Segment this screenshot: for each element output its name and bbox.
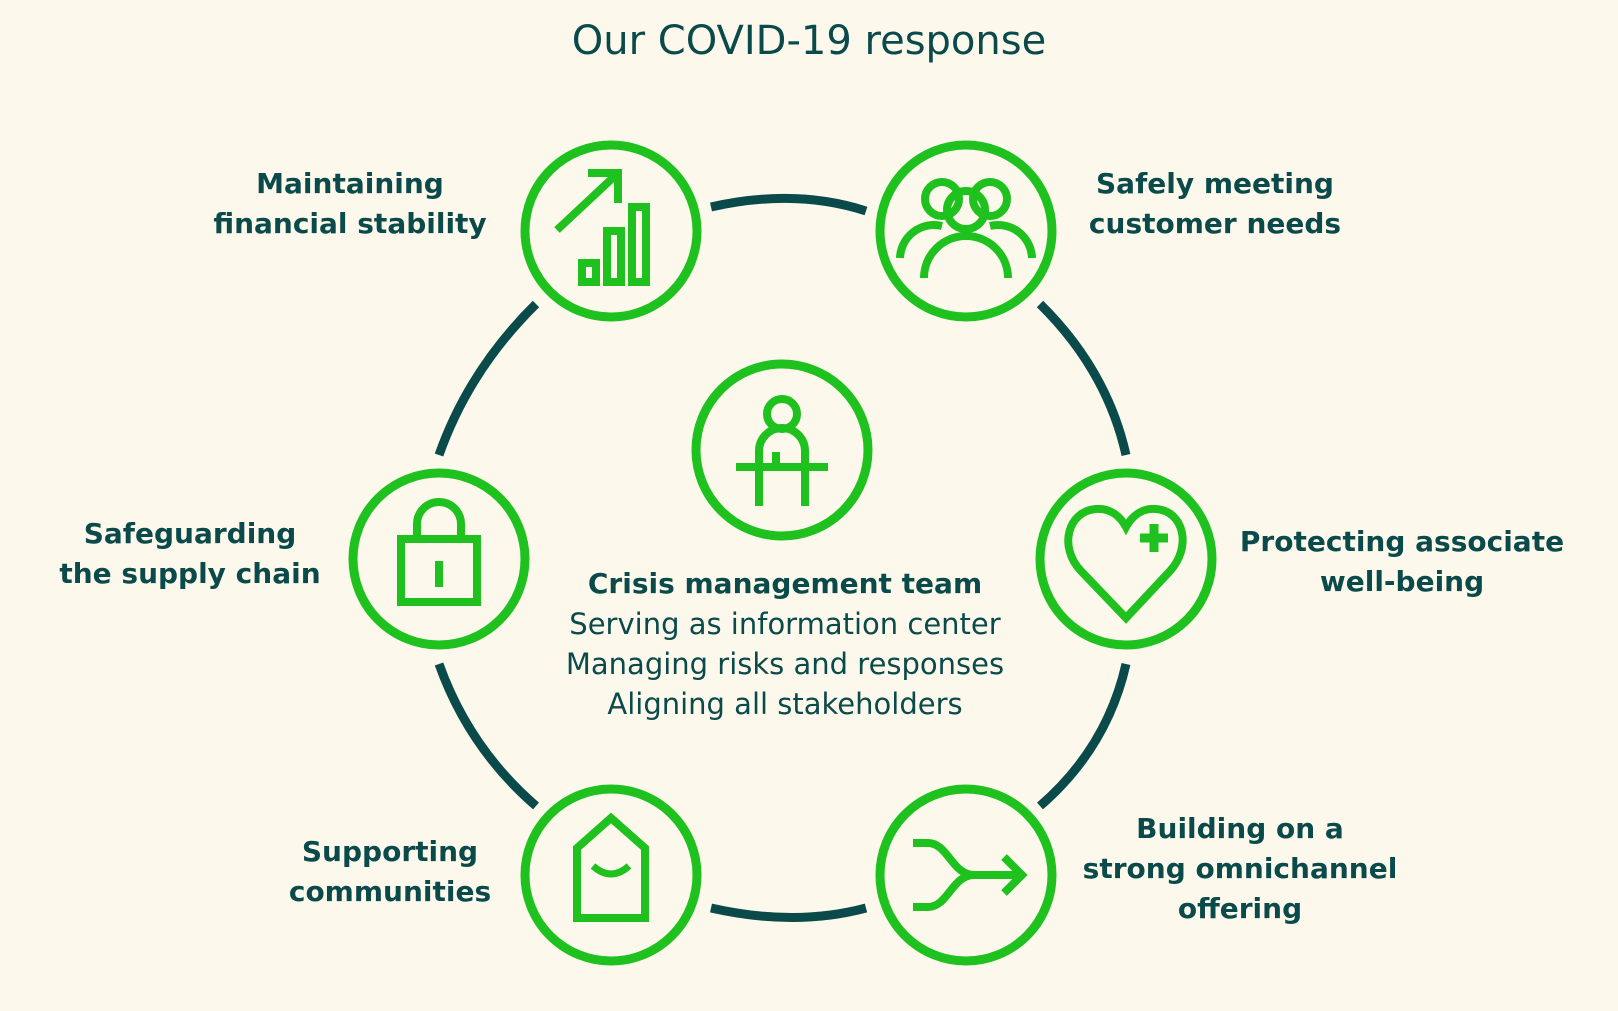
omnichannel-label-line: Building on a [1136, 812, 1344, 845]
customer-label: Safely meeting customer needs [1065, 164, 1365, 244]
ring-arc-lower-right [1037, 663, 1131, 810]
merge-arrow-icon [913, 839, 1028, 911]
communities-node-circle [520, 784, 702, 966]
page-title: Our COVID-19 response [571, 18, 1047, 64]
ring-arc-bottom [710, 903, 868, 922]
financial-label-line: financial stability [213, 207, 487, 240]
heart-plus-icon [1064, 504, 1187, 624]
person-at-desk-icon [736, 395, 828, 506]
omnichannel-label: Building on a strong omnichannel offerin… [1070, 809, 1410, 929]
associate-label: Protecting associate well-being [1232, 522, 1572, 602]
communities-label: Supporting communities [260, 832, 520, 912]
crisis-team-heading: Crisis management team [587, 567, 983, 600]
financial-label: Maintaining financial stability [200, 164, 500, 244]
associate-label-line: well-being [1319, 565, 1485, 598]
omnichannel-label-line: offering [1177, 892, 1303, 925]
associate-node-circle [1035, 468, 1217, 650]
communities-label-line: communities [288, 875, 492, 908]
omnichannel-label-line: strong omnichannel [1082, 852, 1398, 885]
padlock-icon [397, 498, 481, 606]
associate-label-line: Protecting associate [1239, 525, 1565, 558]
crisis-team-line: Managing risks and responses [565, 647, 1005, 681]
supply-label-line: the supply chain [59, 557, 321, 590]
customer-node-circle [875, 140, 1057, 322]
ring-arc-upper-left [434, 300, 540, 457]
ring-arc-upper-right [1036, 300, 1131, 456]
crisis-team-line: Aligning all stakeholders [607, 687, 963, 721]
customer-label-line: Safely meeting [1096, 167, 1334, 200]
financial-label-line: Maintaining [256, 167, 444, 200]
ring-arc-top [710, 193, 868, 216]
supply-label-line: Safeguarding [83, 517, 297, 550]
financial-node-circle [520, 140, 702, 322]
ring-arc-lower-left [434, 662, 539, 810]
customer-label-line: customer needs [1088, 207, 1342, 240]
omnichannel-node-circle [875, 784, 1057, 966]
ring [434, 193, 1131, 922]
supply-node-circle [348, 468, 530, 650]
people-group-icon [896, 178, 1036, 279]
smiling-house-icon [573, 812, 649, 922]
crisis-team-line: Serving as information center [569, 607, 1001, 641]
communities-label-line: Supporting [301, 835, 479, 868]
crisis-team-description: Crisis management team Serving as inform… [480, 564, 1090, 724]
center-node-circle [691, 359, 873, 541]
supply-label: Safeguarding the supply chain [40, 514, 340, 594]
growth-chart-icon [554, 169, 650, 286]
